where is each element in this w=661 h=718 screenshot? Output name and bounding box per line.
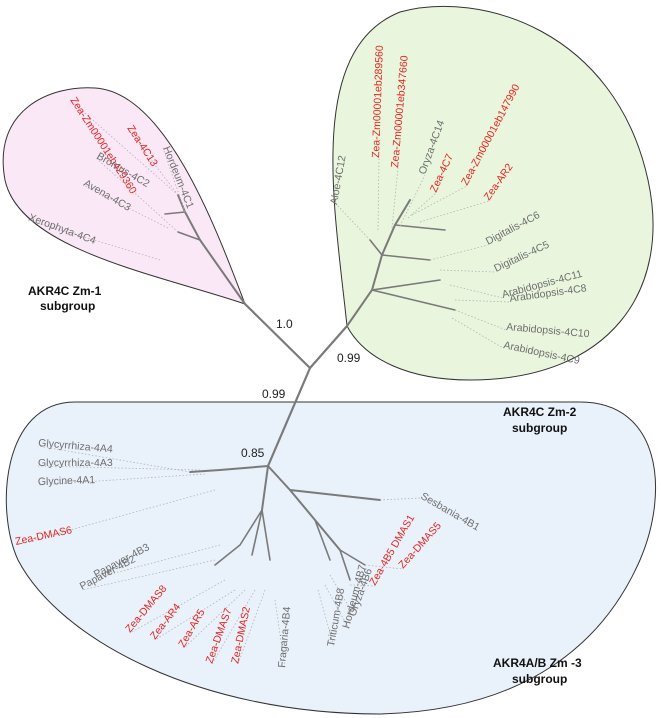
leaf-label: Glycine-4A1	[38, 474, 96, 488]
zm2-group-label: AKR4C Zm-2	[503, 405, 577, 419]
leaf-connector	[391, 167, 399, 229]
leaf-connector	[211, 589, 256, 665]
leaf-label: Zea-Zm00001eb289560	[370, 45, 386, 158]
support-value-backbone-node: 0.99	[262, 387, 286, 401]
leaf-connector	[429, 244, 489, 261]
leaf-connector	[324, 584, 350, 630]
backbone-branches	[164, 194, 456, 581]
support-value-zm1-node: 1.0	[276, 317, 293, 331]
leaf-label: Glycyrrhiza-4A3	[38, 457, 113, 469]
leaf-connector	[377, 157, 380, 231]
leaf-connector	[407, 192, 437, 219]
leaf-connector	[237, 589, 266, 665]
leaf-connector	[349, 584, 376, 587]
leaf-connector	[317, 589, 335, 648]
leaf-label: Fragaria-4B4	[276, 606, 293, 668]
leaf-connector	[274, 599, 286, 669]
zm2-region	[332, 5, 654, 381]
leaf-connector	[129, 579, 226, 634]
leaf-connector	[451, 317, 504, 349]
leaf-connector	[69, 99, 179, 196]
support-value-zm2-node: 0.99	[337, 351, 361, 365]
leaf-connector	[364, 564, 404, 570]
leaf-connector	[37, 445, 191, 473]
zm1-group-label: AKR4C Zm-1	[28, 284, 102, 298]
leaf-connector	[329, 574, 356, 618]
zm1-region	[2, 87, 246, 305]
zm3-group-label: AKR4A/B Zm -3	[493, 656, 582, 670]
leaf-connector	[336, 204, 371, 241]
leaf-connector	[454, 309, 507, 331]
leaf-connector	[95, 157, 179, 233]
leaf-connector	[419, 200, 490, 223]
zm2-group-sublabel: subgroup	[512, 421, 567, 435]
leaf-connector	[454, 299, 511, 303]
leaf-connector	[162, 147, 186, 213]
zm3-region	[5, 401, 656, 715]
leaf-connector	[439, 269, 497, 273]
leaf-connector	[183, 589, 246, 649]
zm1-group-sublabel: subgroup	[40, 299, 95, 313]
leaf-connector	[126, 127, 179, 196]
leaf-connector	[15, 489, 216, 546]
zm3-group-sublabel: subgroup	[512, 672, 567, 686]
leaf-connector	[37, 465, 201, 471]
support-value-zm3-node: 0.85	[241, 446, 265, 460]
leaf-connector	[399, 174, 426, 227]
leaf-connector	[95, 544, 221, 579]
